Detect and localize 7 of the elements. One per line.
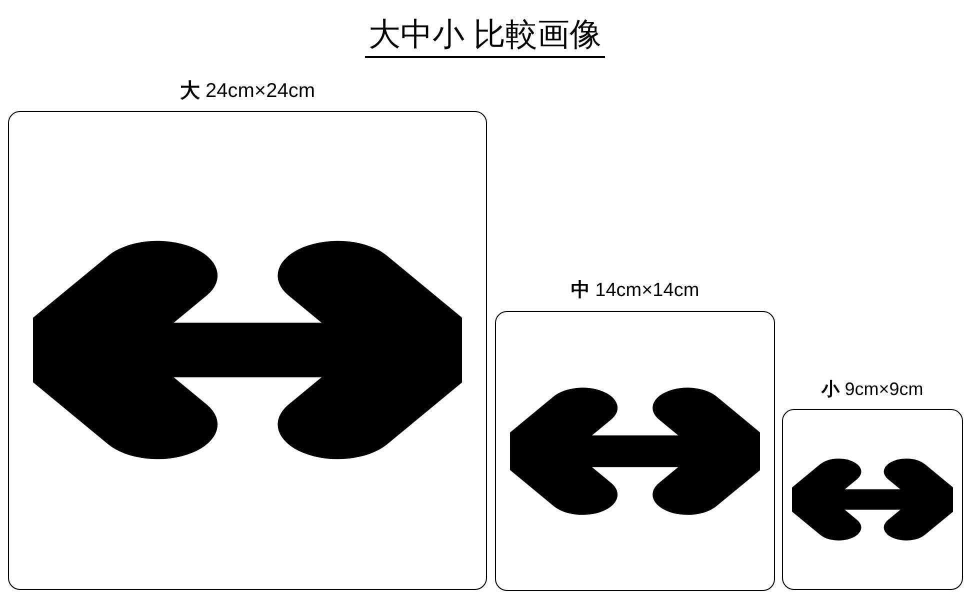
- size-label: 大 24cm×24cm: [180, 79, 316, 104]
- sticker-panel: [495, 311, 775, 591]
- sticker-panel: [782, 409, 963, 590]
- sticker-panel: [8, 111, 487, 590]
- size-label: 中 14cm×14cm: [570, 279, 700, 303]
- size-label: 小 9cm×9cm: [822, 378, 924, 401]
- title: 大中小 比較画像: [364, 12, 606, 58]
